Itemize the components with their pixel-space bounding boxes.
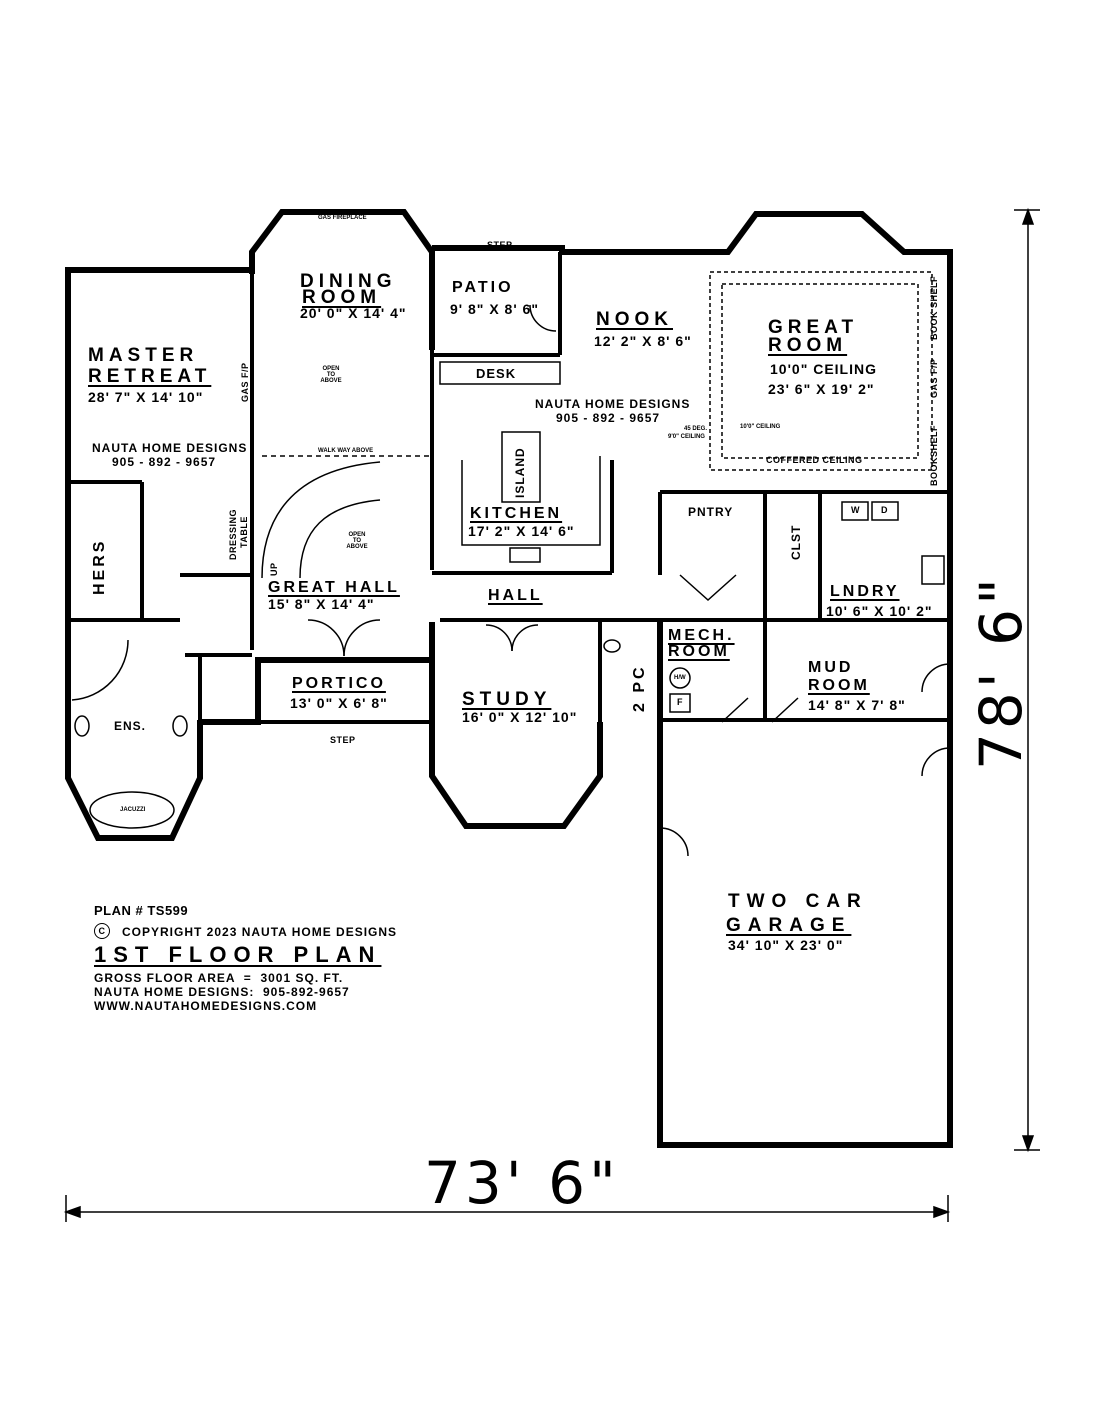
pantry-label: PNTRY	[688, 505, 734, 519]
great-room-ceiling: 10'0" CEILING	[770, 361, 877, 377]
ensuite-label: ENS.	[114, 719, 147, 733]
stair-up-label: UP	[269, 562, 279, 576]
book-shelf-top: BOOK SHELF	[929, 275, 939, 340]
bookshelf-bottom: BOOKSHELF	[929, 424, 939, 486]
furnace-label: F	[677, 697, 683, 707]
study-label: STUDY	[462, 689, 552, 710]
copyright-symbol: C	[94, 923, 110, 939]
mech-room-label-2: ROOM	[668, 643, 730, 660]
closet-label: CLST	[789, 524, 803, 560]
dressing-label: DRESSING	[228, 508, 238, 560]
garage-dims: 34' 10" X 23' 0"	[728, 937, 844, 953]
deg-note: 45 DEG.	[684, 426, 708, 432]
overall-width-dimension: 73' 6"	[424, 1149, 620, 1217]
dryer-label: D	[881, 505, 888, 515]
contact-info: NAUTA HOME DESIGNS: 905-892-9657	[94, 985, 350, 999]
nook-dims: 12' 2" X 8' 6"	[594, 333, 692, 349]
gas-fireplace-label: GAS FIREPLACE	[318, 215, 367, 221]
garage-label-2: GARAGE	[726, 915, 852, 936]
center-phone-note: 905 - 892 - 9657	[556, 411, 661, 425]
laundry-dims: 10' 6" X 10' 2"	[826, 603, 933, 619]
dining-room-dims: 20' 0" X 14' 4"	[300, 305, 407, 321]
jacuzzi-label: JACUZZI	[120, 807, 146, 813]
great-room-dims: 23' 6" X 19' 2"	[768, 381, 875, 397]
laundry-label: LNDRY	[830, 583, 900, 600]
walkway-label: WALK WAY ABOVE	[318, 448, 374, 454]
gross-floor-area: GROSS FLOOR AREA = 3001 SQ. FT.	[94, 971, 344, 985]
website: WWW.NAUTAHOMEDESIGNS.COM	[94, 999, 318, 1013]
dining-room-label: DINING	[300, 271, 397, 292]
great-hall-open-to-above: OPEN TO ABOVE	[346, 532, 368, 550]
master-retreat-label-2: RETREAT	[88, 366, 212, 387]
great-hall-dims: 15' 8" X 14' 4"	[268, 596, 375, 612]
plan-title: 1ST FLOOR PLAN	[94, 942, 382, 967]
dining-open-to-above: OPEN TO ABOVE	[320, 366, 342, 384]
ceiling-10-note: 10'0" CEILING	[740, 424, 781, 430]
great-room-label: GREAT	[768, 317, 859, 338]
garage-label: TWO CAR	[728, 891, 868, 912]
hers-closet-label: HERS	[91, 538, 108, 595]
master-company-note: NAUTA HOME DESIGNS	[92, 441, 248, 455]
great-room-gas-fp: GAS F/P	[929, 358, 939, 398]
patio-dims: 9' 8" X 8' 6"	[450, 301, 539, 317]
nook-label: NOOK	[596, 309, 673, 330]
portico-label: PORTICO	[292, 675, 386, 692]
kitchen-label: KITCHEN	[470, 505, 563, 522]
master-retreat-label: MASTER	[88, 345, 199, 366]
coffered-ceiling: COFFERED CEILING	[766, 455, 863, 465]
patio-step: STEP	[487, 240, 513, 250]
portico-step: STEP	[330, 735, 356, 745]
mud-room-label: MUD	[808, 659, 854, 676]
exterior-walls	[65, 209, 953, 1148]
mud-room-label-2: ROOM	[808, 677, 870, 694]
mech-room-label: MECH.	[668, 627, 735, 644]
mud-room-dims: 14' 8" X 7' 8"	[808, 697, 906, 713]
island-label: ISLAND	[513, 447, 527, 498]
master-retreat-dims: 28' 7" X 14' 10"	[88, 389, 204, 405]
hw-label: H/W	[674, 675, 686, 681]
two-pc-label: 2 PC	[631, 664, 648, 712]
hall-label: HALL	[488, 587, 543, 604]
great-hall-label: GREAT HALL	[268, 579, 400, 596]
ceiling-9-note: 9'0" CEILING	[668, 434, 705, 440]
dining-room-label-2: ROOM	[302, 287, 382, 308]
interior-walls	[68, 248, 950, 724]
overall-depth-dimension: 78' 6"	[967, 574, 1035, 770]
doors-and-fixtures	[71, 251, 951, 857]
overall-dimension-lines	[63, 207, 1040, 1222]
portico-dims: 13' 0" X 6' 8"	[290, 695, 388, 711]
plan-number: PLAN # TS599	[94, 903, 189, 918]
patio-label: PATIO	[452, 279, 514, 296]
master-phone-note: 905 - 892 - 9657	[112, 455, 217, 469]
master-gas-fp: GAS F/P	[240, 362, 250, 402]
dressing-label-2: TABLE	[239, 516, 249, 548]
copyright-text: COPYRIGHT 2023 NAUTA HOME DESIGNS	[122, 925, 398, 939]
great-room-label-2: ROOM	[768, 335, 848, 356]
center-company-note: NAUTA HOME DESIGNS	[535, 397, 691, 411]
desk-label: DESK	[476, 366, 517, 381]
washer-label: W	[851, 505, 860, 515]
study-dims: 16' 0" X 12' 10"	[462, 709, 578, 725]
kitchen-dims: 17' 2" X 14' 6"	[468, 523, 575, 539]
